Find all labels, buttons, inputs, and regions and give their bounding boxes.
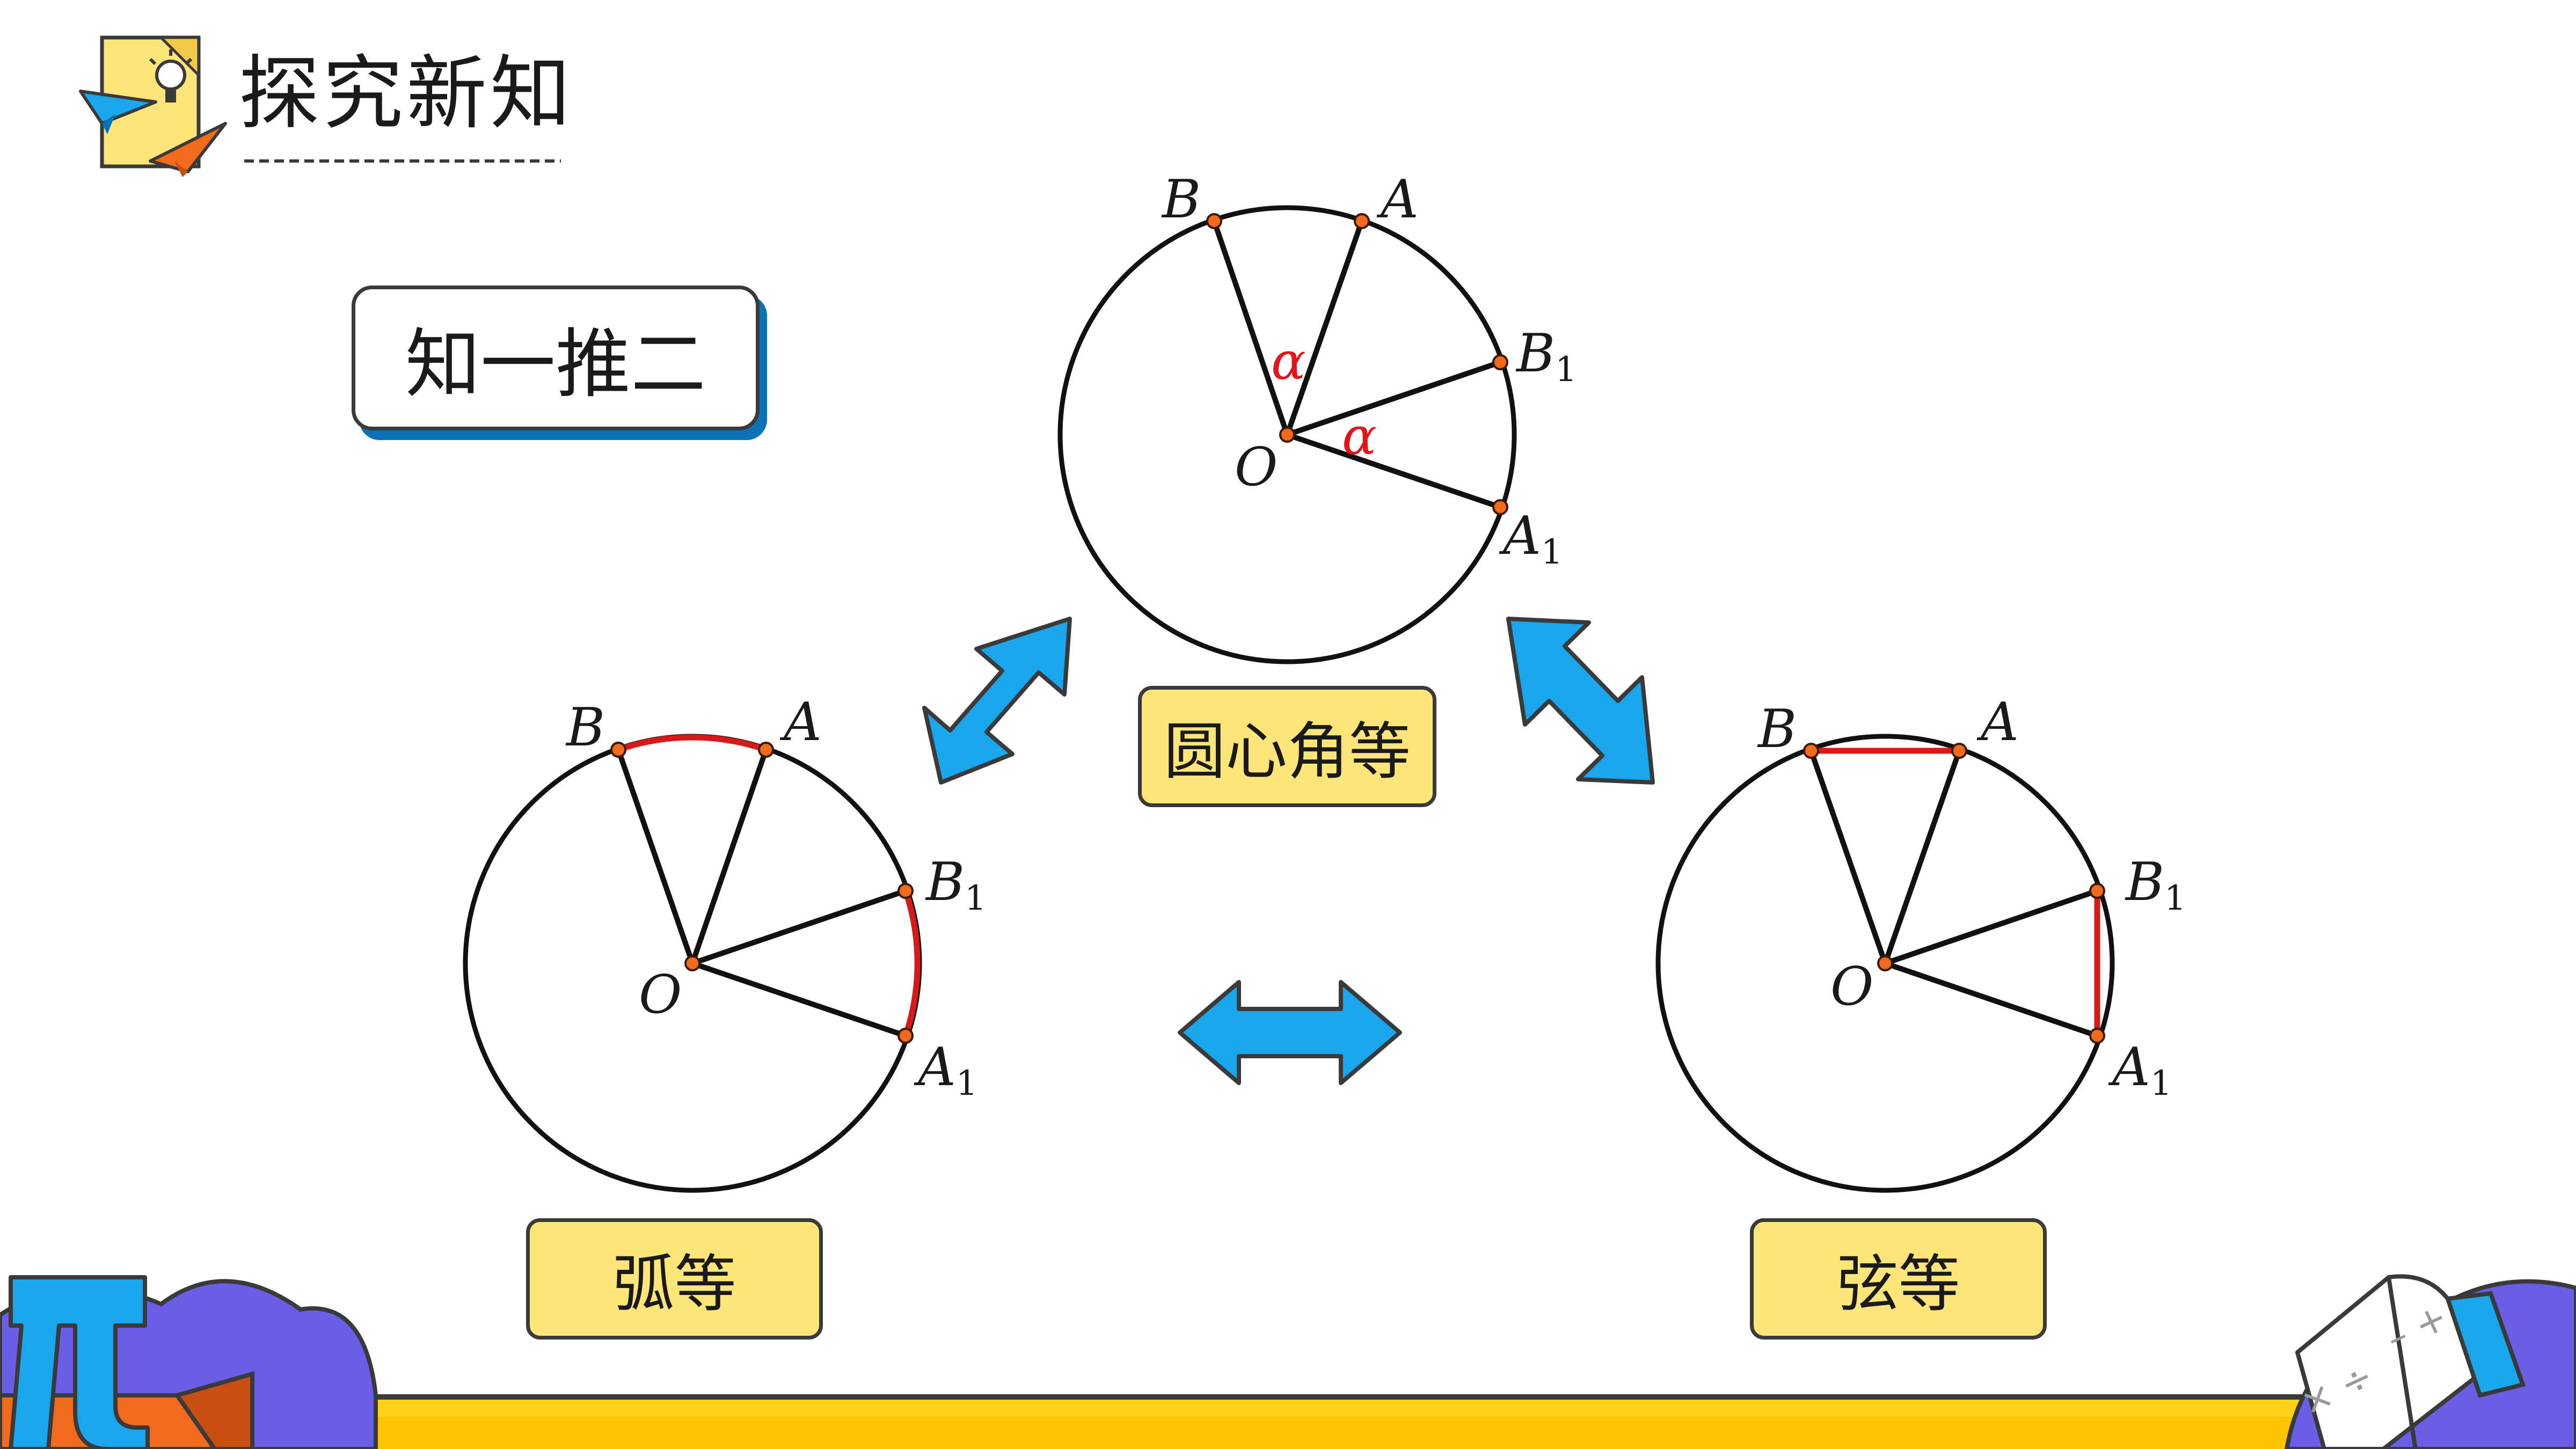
center-o-label: O bbox=[639, 964, 682, 1026]
arc-tag: 弧等 bbox=[526, 1218, 823, 1340]
footer-bar bbox=[322, 1394, 2576, 1449]
angle-alpha-label: α bbox=[1342, 406, 1377, 466]
center-o-label: O bbox=[1830, 956, 1874, 1018]
point-b1-label: B1 bbox=[1516, 323, 1577, 390]
point-a1-label: A1 bbox=[1503, 506, 1563, 572]
angle-alpha-label: α bbox=[1271, 331, 1306, 391]
pi-symbol-icon bbox=[0, 1275, 378, 1449]
point-a1-label: A1 bbox=[2112, 1037, 2172, 1103]
point-b1-label: B1 bbox=[2126, 852, 2186, 918]
callout-label: 知一推二 bbox=[352, 286, 760, 430]
point-b-label: B bbox=[1758, 699, 1797, 760]
diagram-chord bbox=[1655, 734, 2115, 1193]
point-a1-label: A1 bbox=[918, 1037, 978, 1103]
point-b1-label: B1 bbox=[926, 852, 987, 918]
page-title: 探究新知 bbox=[239, 47, 574, 141]
double-arrow-icon bbox=[922, 617, 1655, 1085]
lightbulb-paper-planes-icon bbox=[79, 35, 227, 177]
center-o-label: O bbox=[1235, 437, 1278, 498]
point-a-label: A bbox=[1981, 692, 2019, 753]
point-a-label: A bbox=[784, 692, 822, 753]
central-angle-tag: 圆心角等 bbox=[1138, 686, 1436, 807]
point-b-label: B bbox=[1162, 169, 1201, 230]
point-b-label: B bbox=[566, 697, 605, 758]
diagram-central-angle bbox=[1057, 205, 1517, 664]
chord-tag: 弦等 bbox=[1750, 1218, 2047, 1340]
math-book-icon: × ÷ – + bbox=[2284, 1274, 2576, 1449]
diagram-arc bbox=[463, 734, 922, 1193]
point-a-label: A bbox=[1381, 169, 1419, 230]
